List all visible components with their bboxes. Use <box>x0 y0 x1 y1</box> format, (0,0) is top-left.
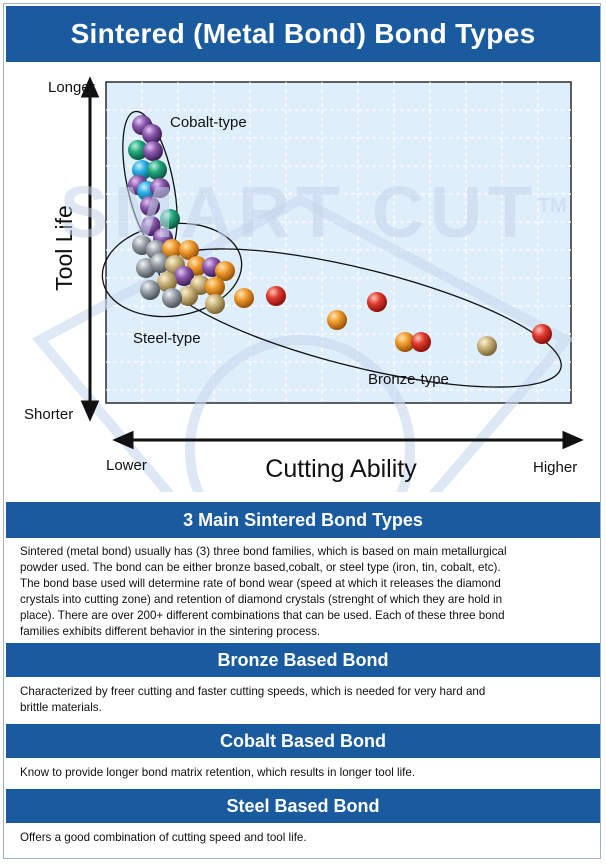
bronze-ball <box>532 324 552 344</box>
section-body-cobalt: Know to provide longer bond matrix reten… <box>20 765 586 781</box>
cobalt-ball <box>140 196 160 216</box>
cobalt-ball <box>128 140 148 160</box>
body-line: Know to provide longer bond matrix reten… <box>20 766 416 779</box>
x-axis-title: Cutting Ability <box>265 455 417 483</box>
section-body-steel: Offers a good combination of cutting spe… <box>20 830 586 846</box>
cobalt-ball <box>142 124 162 144</box>
section-heading-cobalt: Cobalt Based Bond <box>6 724 600 758</box>
body-line: powder used. The bond can be either bron… <box>20 561 501 574</box>
x-axis-arrow <box>112 430 584 450</box>
body-line: The bond base used will determine rate o… <box>20 577 501 590</box>
cobalt-balls <box>128 115 180 248</box>
section-heading-steel: Steel Based Bond <box>6 789 600 823</box>
steel-ball <box>150 253 170 273</box>
bronze-ball <box>367 292 387 312</box>
body-line: families exhibits different behavior in … <box>20 625 321 638</box>
bronze-group-label: Bronze-type <box>368 371 449 388</box>
body-line: crystals into cutting zone) and retentio… <box>20 593 503 606</box>
x-right-label: Higher <box>533 459 577 476</box>
bronze-ball <box>411 332 431 352</box>
steel-ball <box>162 239 182 259</box>
steel-ball <box>179 240 199 260</box>
section-heading-main: 3 Main Sintered Bond Types <box>6 502 600 538</box>
bond-types-diagram: Longer Shorter Tool Life Lower Higher Cu… <box>24 76 584 492</box>
page-title: Sintered (Metal Bond) Bond Types <box>6 6 600 62</box>
cobalt-ball <box>160 209 180 229</box>
steel-ball <box>162 288 182 308</box>
cobalt-ball <box>150 178 170 198</box>
steel-ball <box>157 272 177 292</box>
y-top-label: Longer <box>48 79 95 96</box>
section-body-bronze: Characterized by freer cutting and faste… <box>20 684 586 716</box>
body-line: brittle materials. <box>20 701 102 714</box>
cobalt-ball <box>132 160 152 180</box>
section-body-main: Sintered (metal bond) usually has (3) th… <box>20 544 586 640</box>
plot-grid <box>106 82 571 403</box>
y-bottom-label: Shorter <box>24 406 73 423</box>
cobalt-ball <box>143 141 163 161</box>
bronze-ball <box>234 288 254 308</box>
bronze-ball <box>477 336 497 356</box>
steel-balls <box>132 235 235 314</box>
steel-ball <box>178 286 198 306</box>
bronze-ball <box>327 310 347 330</box>
cobalt-group-label: Cobalt-type <box>170 114 247 131</box>
bronze-ball <box>395 332 415 352</box>
y-axis-arrow <box>80 76 100 422</box>
watermark-emblem <box>32 194 574 492</box>
steel-ball <box>215 261 235 281</box>
steel-group-label: Steel-type <box>133 330 201 347</box>
steel-ball <box>174 266 194 286</box>
steel-ball <box>140 280 160 300</box>
cobalt-ball <box>147 160 167 180</box>
steel-ball <box>205 294 225 314</box>
body-line: Characterized by freer cutting and faste… <box>20 685 486 698</box>
bronze-ball <box>266 286 286 306</box>
x-left-label: Lower <box>106 457 147 474</box>
body-line: Offers a good combination of cutting spe… <box>20 831 307 844</box>
section-heading-bronze: Bronze Based Bond <box>6 643 600 677</box>
body-line: place). There are over 200+ different co… <box>20 609 505 622</box>
bronze-balls <box>234 286 552 356</box>
steel-ball <box>205 277 225 297</box>
y-axis-title: Tool Life <box>51 205 77 291</box>
body-line: Sintered (metal bond) usually has (3) th… <box>20 545 507 558</box>
